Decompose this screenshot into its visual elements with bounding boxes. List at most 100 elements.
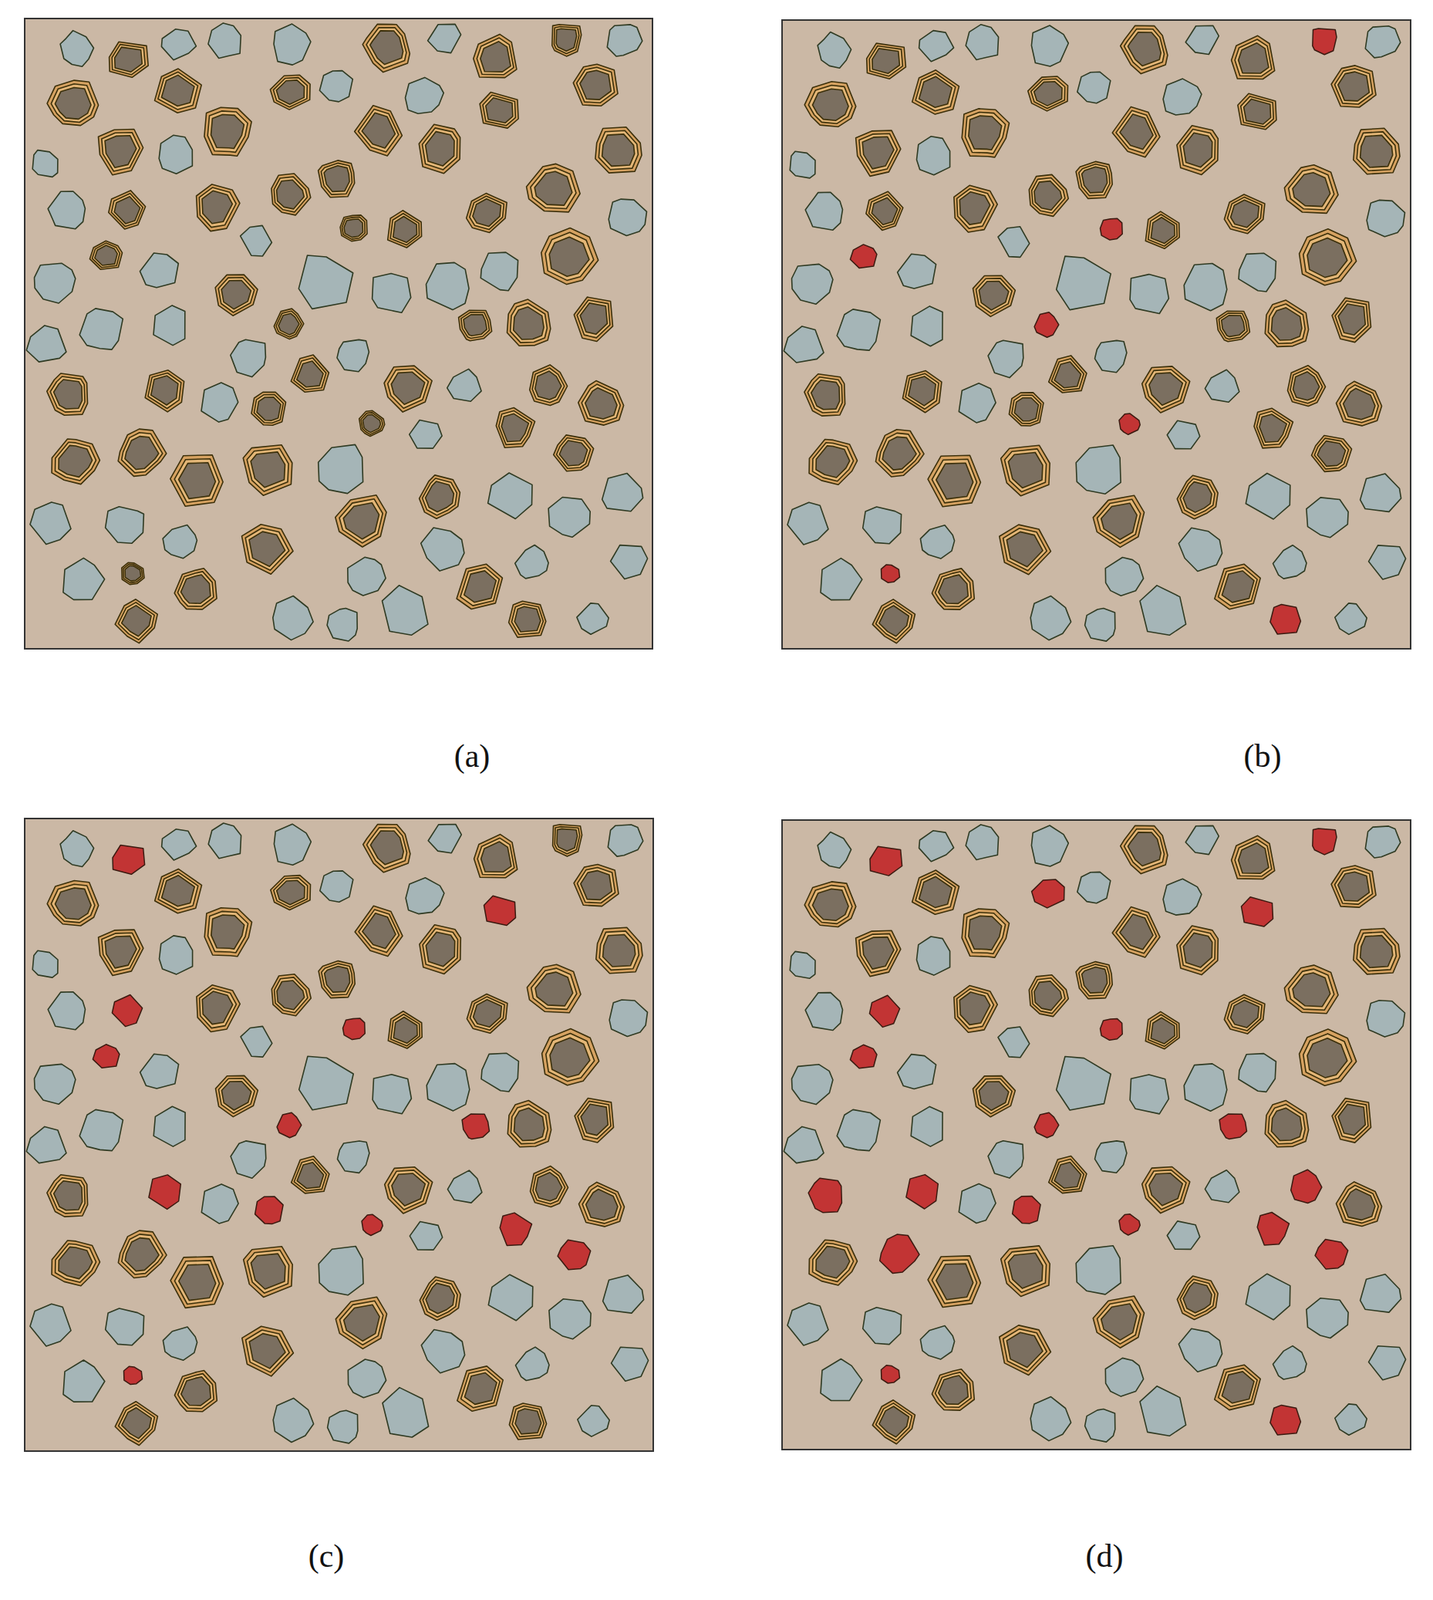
coating-inner — [1335, 300, 1369, 339]
natural-aggregate — [1031, 825, 1069, 867]
coating-inner — [808, 85, 853, 125]
coating-outer — [1145, 1011, 1180, 1049]
coating-outer — [954, 185, 998, 233]
coated-aggregate-core — [1360, 134, 1393, 168]
coated-aggregate-core — [343, 219, 364, 238]
mortar-matrix — [782, 20, 1411, 649]
natural-aggregate — [920, 525, 955, 559]
natural-aggregate — [1238, 252, 1276, 292]
natural-aggregate — [320, 870, 354, 902]
coating-outer — [526, 163, 581, 213]
coating-inner — [1240, 96, 1275, 127]
coated-aggregate-core — [1082, 166, 1108, 193]
coated-aggregate-core — [1338, 1103, 1366, 1135]
coating-inner — [118, 1404, 156, 1442]
coated-aggregate-core — [391, 371, 425, 405]
coated-aggregate-core — [968, 115, 1002, 150]
natural-aggregate — [79, 1109, 123, 1150]
coating-outer — [1353, 928, 1400, 975]
coating-inner — [1051, 1159, 1084, 1191]
coating-inner — [1335, 68, 1373, 105]
coated-aggregate-core — [343, 1304, 380, 1341]
natural-aggregate — [1077, 871, 1111, 903]
coated-aggregate-core — [1292, 972, 1331, 1007]
coating-outer — [291, 1156, 330, 1194]
damaged-aggregate — [880, 1234, 920, 1273]
coated-aggregate-core — [1338, 871, 1370, 901]
coated-aggregate-core — [249, 531, 286, 567]
coating-inner — [1267, 1103, 1305, 1144]
coating-inner — [976, 1078, 1013, 1113]
coated-aggregate-core — [361, 112, 395, 149]
coating-outer — [170, 455, 223, 507]
coated-aggregate-core — [55, 887, 92, 920]
natural-aggregate — [920, 1325, 955, 1359]
natural-aggregate — [910, 306, 943, 347]
coated-aggregate-core — [221, 1081, 251, 1110]
specimen-panel — [782, 819, 1411, 1450]
coated-aggregate-core — [879, 605, 910, 637]
natural-aggregate — [1273, 1345, 1308, 1380]
coating-outer — [1048, 355, 1087, 393]
natural-aggregate — [836, 309, 881, 351]
coated-aggregate-core — [535, 971, 574, 1006]
coating-inner — [121, 1234, 163, 1275]
coated-aggregate-core — [1271, 1107, 1302, 1140]
coating-inner — [199, 987, 237, 1029]
coated-aggregate-core — [276, 980, 305, 1010]
coated-aggregate-core — [812, 88, 850, 121]
coating-inner — [876, 1402, 913, 1440]
coated-aggregate-core — [534, 171, 573, 206]
coating-outer — [954, 985, 998, 1033]
coating-outer — [457, 1365, 503, 1411]
coated-aggregate-core — [812, 888, 850, 921]
coating-outer — [340, 215, 368, 242]
coating-outer — [466, 193, 507, 233]
natural-aggregate — [140, 1053, 179, 1089]
coating-inner — [422, 1279, 458, 1317]
coated-aggregate-core — [580, 870, 613, 901]
coated-aggregate-core — [1183, 132, 1212, 168]
natural-aggregate — [1077, 71, 1111, 103]
natural-aggregate — [421, 527, 465, 571]
mortar-matrix — [24, 18, 653, 649]
coating-outer — [573, 864, 619, 907]
coating-inner — [545, 232, 594, 280]
natural-aggregate — [159, 935, 193, 975]
natural-aggregate — [153, 1105, 186, 1147]
coated-aggregate-core — [1183, 482, 1212, 513]
damaged-aggregate — [1312, 28, 1337, 55]
coated-aggregate-core — [104, 935, 137, 968]
natural-aggregate — [1105, 1357, 1144, 1396]
coated-aggregate-core — [815, 1246, 850, 1278]
coating-inner — [50, 84, 95, 123]
coated-aggregate-core — [124, 1237, 159, 1272]
coating-outer — [1008, 392, 1044, 426]
coated-aggregate-core — [276, 880, 305, 904]
coating-inner — [1116, 110, 1157, 154]
coating-outer — [1331, 1098, 1371, 1144]
coated-aggregate-core — [811, 380, 840, 410]
coated-aggregate-core — [501, 413, 529, 442]
coating-outer — [542, 1028, 600, 1086]
panel-label: (c) — [308, 1537, 345, 1575]
coating-inner — [1339, 384, 1379, 423]
natural-aggregate — [817, 832, 852, 869]
coating-outer — [1336, 1181, 1383, 1227]
natural-aggregate — [987, 1140, 1024, 1178]
coating-outer — [872, 1399, 915, 1444]
coating-outer — [384, 365, 432, 412]
coating-inner — [207, 111, 248, 153]
coated-aggregate-core — [535, 370, 562, 400]
coating-outer — [114, 1401, 158, 1446]
coating-inner — [55, 441, 97, 481]
natural-aggregate — [987, 340, 1024, 378]
coating-inner — [1218, 1368, 1258, 1407]
coated-aggregate-core — [919, 876, 953, 908]
natural-aggregate — [1365, 26, 1401, 58]
damaged-aggregate — [112, 845, 145, 875]
natural-aggregate — [917, 136, 951, 176]
damaged-aggregate — [1257, 1212, 1289, 1246]
coating-outer — [98, 929, 144, 975]
coating-inner — [859, 133, 898, 172]
